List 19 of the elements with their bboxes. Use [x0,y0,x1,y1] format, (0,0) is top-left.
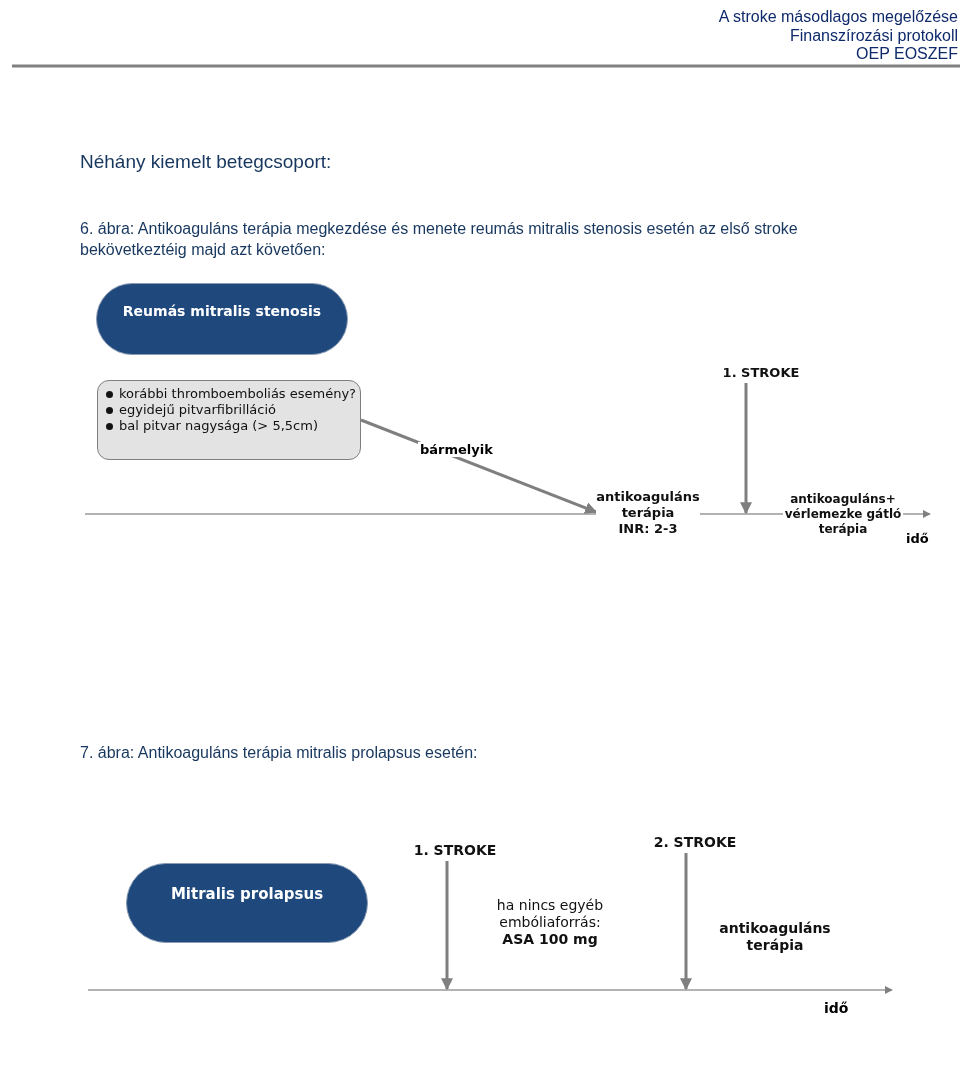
caption-text: 7. ábra: Antikoaguláns terápia mitralis prolapsus esetén: [80,743,479,763]
axis-label: idő [906,530,930,548]
bullet-text: korábbi thromboemboliás esemény? [119,386,357,401]
criteria-box [97,380,361,460]
bullet-text: egyidejű pitvarfibrilláció [119,402,277,417]
timeline-text: antikoaguláns terápia [596,489,700,521]
axis-label: idő [824,999,850,1018]
header-text: OEP EOSZEF [855,45,958,63]
header-text: A stroke másodlagos megelőzése [717,8,958,26]
box-title: Reumás mitralis stenosis [122,303,322,319]
edge-label: bármelyik [418,442,495,457]
bullet-text: bal pitvar nagysága (> 5,5cm) [119,418,318,433]
timeline-text: ha nincs egyéb embóliaforrás: [495,897,605,931]
timeline-text: ASA 100 mg [501,931,599,948]
caption-text: 6. ábra: Antikoaguláns terápia megkezdése és menete reumás mitralis stenosis esetén az első stroke bekövetkeztéig majd azt követően: [80,219,799,260]
caption-text: Néhány kiemelt betegcsoport: [80,150,333,174]
header-text: Finanszírozási protokoll [788,27,958,45]
box-title: Mitralis prolapsus [170,885,324,903]
timeline-text: INR: 2-3 [617,521,679,537]
